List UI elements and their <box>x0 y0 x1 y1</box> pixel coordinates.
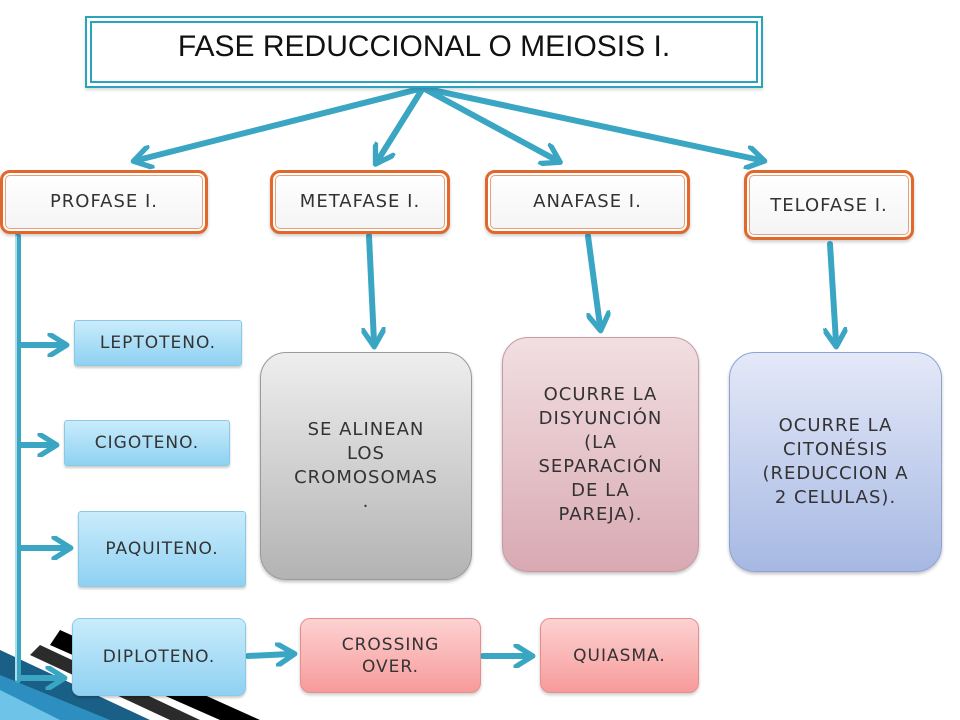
arrow-to-telofase <box>420 85 760 160</box>
arrow-to-profase <box>138 85 426 160</box>
phase-metafase: METAFASE I. <box>270 170 450 234</box>
diagram-title: FASE REDUCCIONAL O MEIOSIS I. <box>177 30 671 63</box>
quiasma-text: QUIASMA. <box>573 645 666 666</box>
crossing-over-text: CROSSING OVER. <box>341 634 440 677</box>
telofase-result-text: OCURRE LA CITONÉSIS (REDUCCION A 2 CELUL… <box>762 415 909 508</box>
arrow-diploteno-crossing <box>245 654 290 656</box>
connector-lines <box>15 85 836 680</box>
crossing-over-box: CROSSING OVER. <box>300 618 481 693</box>
arrow-metafase-result <box>369 233 374 342</box>
anafase-result-text: OCURRE LA DISYUNCIÓN (LA SEPARACIÓN DE L… <box>538 383 663 525</box>
quiasma-box: QUIASMA. <box>540 618 699 693</box>
arrow-telofase-result <box>830 241 836 342</box>
anafase-result: OCURRE LA DISYUNCIÓN (LA SEPARACIÓN DE L… <box>502 337 699 572</box>
metafase-result: SE ALINEAN LOS CROMOSOMAS . <box>260 352 472 580</box>
arrow-to-anafase <box>420 85 556 160</box>
phase-profase: PROFASE I. <box>0 170 208 234</box>
phase-anafase: ANAFASE I. <box>485 170 690 234</box>
title-box: FASE REDUCCIONAL O MEIOSIS I. <box>85 16 763 88</box>
telofase-result: OCURRE LA CITONÉSIS (REDUCCION A 2 CELUL… <box>729 352 942 572</box>
stage-cigoteno: CIGOTENO. <box>64 420 230 466</box>
stage-diploteno: DIPLOTENO. <box>72 618 246 696</box>
arrow-to-metafase <box>378 85 426 160</box>
arrow-anafase-result <box>585 233 600 326</box>
stage-paquiteno: PAQUITENO. <box>78 511 246 587</box>
metafase-result-text: SE ALINEAN LOS CROMOSOMAS . <box>294 419 438 512</box>
stage-leptoteno: LEPTOTENO. <box>74 320 242 366</box>
phase-telofase: TELOFASE I. <box>744 170 914 240</box>
